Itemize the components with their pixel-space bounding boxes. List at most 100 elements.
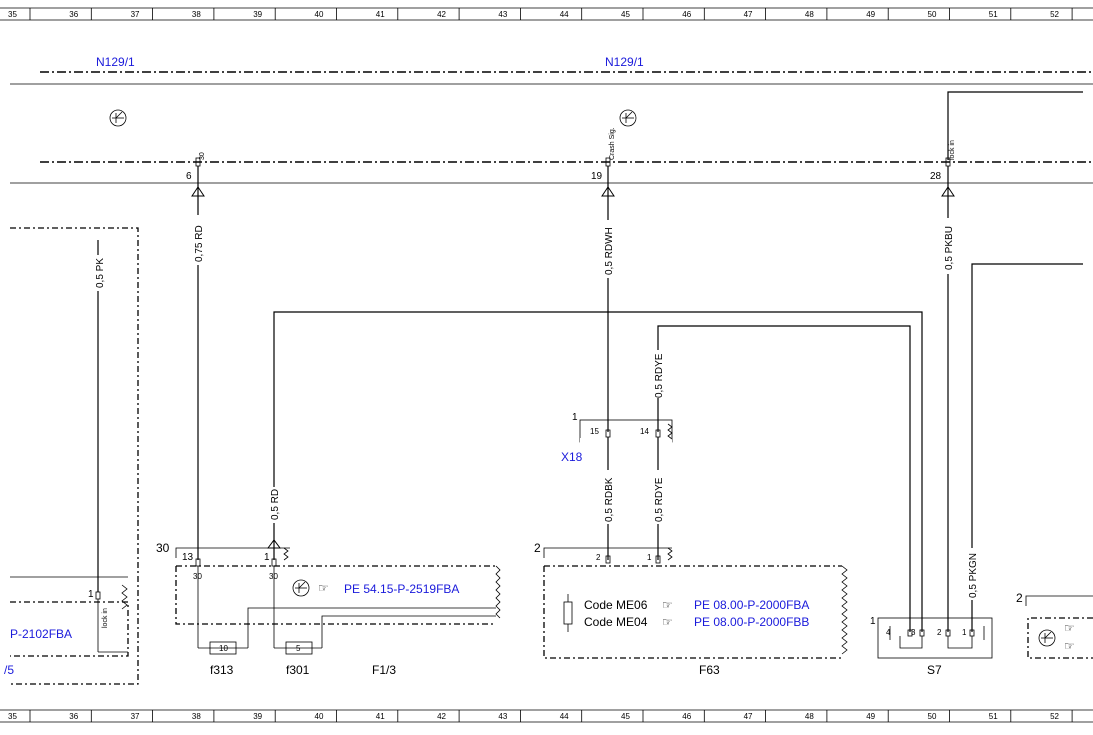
fuse-box-f1-3: 30 13 1 30 30 ☞ PE 54.15-P-2519FBA 10 xyxy=(156,539,501,677)
bottom-ruler-number: 39 xyxy=(253,712,262,721)
right-block: 2 ☞ ☞ xyxy=(1016,591,1093,659)
f63-ref1-link[interactable]: PE 08.00-P-2000FBA xyxy=(694,598,809,612)
svg-text:10: 10 xyxy=(219,644,228,653)
bottom-ruler-number: 36 xyxy=(69,712,78,721)
bottom-ruler-number: 40 xyxy=(315,712,324,721)
f1-3-name: F1/3 xyxy=(372,663,396,677)
top-ruler-number: 36 xyxy=(69,10,78,19)
bottom-ruler-number: 47 xyxy=(744,712,753,721)
svg-text:15: 15 xyxy=(590,427,599,436)
bottom-ruler-number: 52 xyxy=(1050,712,1059,721)
svg-text:lock in: lock in xyxy=(949,140,956,160)
wire-label: 0,75 RD xyxy=(194,225,205,262)
svg-text:f313: f313 xyxy=(210,663,234,677)
bottom-ruler-number: 49 xyxy=(866,712,875,721)
svg-text:1: 1 xyxy=(572,412,578,423)
left-block: 0,5 PK 1 lock in P-2102FBA /5 xyxy=(4,227,139,685)
top-ruler-number: 48 xyxy=(805,10,814,19)
f63-name: F63 xyxy=(699,663,720,677)
svg-text:lock in: lock in xyxy=(102,608,109,628)
svg-text:1: 1 xyxy=(870,616,876,627)
hand-pointer-icon: ☞ xyxy=(662,598,673,612)
bottom-ruler-number: 42 xyxy=(437,712,446,721)
top-ruler-number: 47 xyxy=(744,10,753,19)
x18-link[interactable]: X18 xyxy=(561,450,583,464)
wire-label: 0,5 PKBU xyxy=(944,226,955,270)
bottom-ruler-number: 45 xyxy=(621,712,630,721)
svg-text:1: 1 xyxy=(647,553,652,562)
svg-text:1: 1 xyxy=(264,552,270,563)
hand-pointer-icon: ☞ xyxy=(318,581,329,595)
bottom-ruler-number: 48 xyxy=(805,712,814,721)
module-name-left[interactable]: N129/1 xyxy=(96,55,135,69)
bottom-ruler-number: 37 xyxy=(131,712,140,721)
wire-label: 0,5 RD xyxy=(270,489,281,520)
bottom-ruler-number: 35 xyxy=(8,712,17,721)
module-name-right[interactable]: N129/1 xyxy=(605,55,644,69)
bottom-ruler: 35 36 37 38 39 40 41 42 43 44 45 46 47 48 49 50 51 52 xyxy=(0,709,1093,723)
s7-name: S7 xyxy=(927,663,942,677)
pin-28: lock in 28 xyxy=(930,140,956,197)
svg-text:6: 6 xyxy=(186,171,192,182)
svg-text:4: 4 xyxy=(886,628,891,637)
component-f63: 2 2 1 Code ME06 ☞ PE 08.00-P-2000FBA Cod… xyxy=(534,541,848,677)
top-ruler-number: 46 xyxy=(682,10,691,19)
svg-text:14: 14 xyxy=(640,427,649,436)
svg-text:2: 2 xyxy=(534,541,541,555)
top-ruler-number: 35 xyxy=(8,10,17,19)
svg-text:1: 1 xyxy=(88,589,94,600)
top-ruler-number: 50 xyxy=(928,10,937,19)
wire-label: 0,5 RDYE xyxy=(654,353,665,398)
svg-text:30: 30 xyxy=(199,152,206,160)
svg-text:2: 2 xyxy=(937,628,942,637)
top-ruler-number: 49 xyxy=(866,10,875,19)
bottom-ruler-number: 43 xyxy=(498,712,507,721)
svg-text:5: 5 xyxy=(296,644,301,653)
left-ref-link[interactable]: P-2102FBA xyxy=(10,627,72,641)
bottom-ruler-number: 46 xyxy=(682,712,691,721)
top-ruler-number: 40 xyxy=(315,10,324,19)
svg-text:Crash Sig.: Crash Sig. xyxy=(609,127,616,160)
bottom-ruler-number: 41 xyxy=(376,712,385,721)
svg-text:2: 2 xyxy=(1016,591,1023,605)
svg-text:19: 19 xyxy=(591,171,603,182)
svg-text:30: 30 xyxy=(156,541,170,555)
hand-pointer-icon: ☞ xyxy=(1064,639,1075,653)
bottom-ruler-number: 38 xyxy=(192,712,201,721)
top-ruler-number: 45 xyxy=(621,10,630,19)
top-ruler-number: 51 xyxy=(989,10,998,19)
transistor-icon xyxy=(1038,629,1056,647)
wire-label: 0,5 PKGN xyxy=(968,553,979,598)
bottom-ruler-number: 50 xyxy=(928,712,937,721)
left-ref-fragment[interactable]: /5 xyxy=(4,663,14,677)
svg-text:Code ME04: Code ME04 xyxy=(584,615,648,629)
svg-text:3: 3 xyxy=(911,628,916,637)
svg-text:f301: f301 xyxy=(286,663,310,677)
top-ruler-number: 37 xyxy=(131,10,140,19)
top-ruler-number: 44 xyxy=(560,10,569,19)
svg-text:2: 2 xyxy=(596,553,601,562)
f63-ref2-link[interactable]: PE 08.00-P-2000FBB xyxy=(694,615,809,629)
wire-label: 0,5 RDWH xyxy=(604,227,615,275)
top-ruler-number: 42 xyxy=(437,10,446,19)
svg-text:Code ME06: Code ME06 xyxy=(584,598,648,612)
pin-6: 30 6 xyxy=(186,152,206,197)
f1-3-ref-link[interactable]: PE 54.15-P-2519FBA xyxy=(344,582,459,596)
transistor-icon xyxy=(292,579,310,597)
switch-s7: 1 4 3 2 1 S7 xyxy=(870,616,993,677)
svg-text:13: 13 xyxy=(182,552,194,563)
top-ruler-number: 43 xyxy=(498,10,507,19)
bottom-ruler-number: 44 xyxy=(560,712,569,721)
connector-x18: 0,5 RDYE 1 15 14 X18 0,5 RDBK 0,5 RDYE xyxy=(561,325,911,632)
hand-pointer-icon: ☞ xyxy=(1064,621,1075,635)
top-ruler-number: 38 xyxy=(192,10,201,19)
module-n129-1: N129/1 N129/1 xyxy=(10,55,1093,184)
hand-pointer-icon: ☞ xyxy=(662,615,673,629)
svg-text:1: 1 xyxy=(962,628,967,637)
transistor-icon xyxy=(619,109,637,127)
bottom-ruler-number: 51 xyxy=(989,712,998,721)
wire-label: 0,5 PK xyxy=(95,258,106,288)
top-ruler-number: 39 xyxy=(253,10,262,19)
